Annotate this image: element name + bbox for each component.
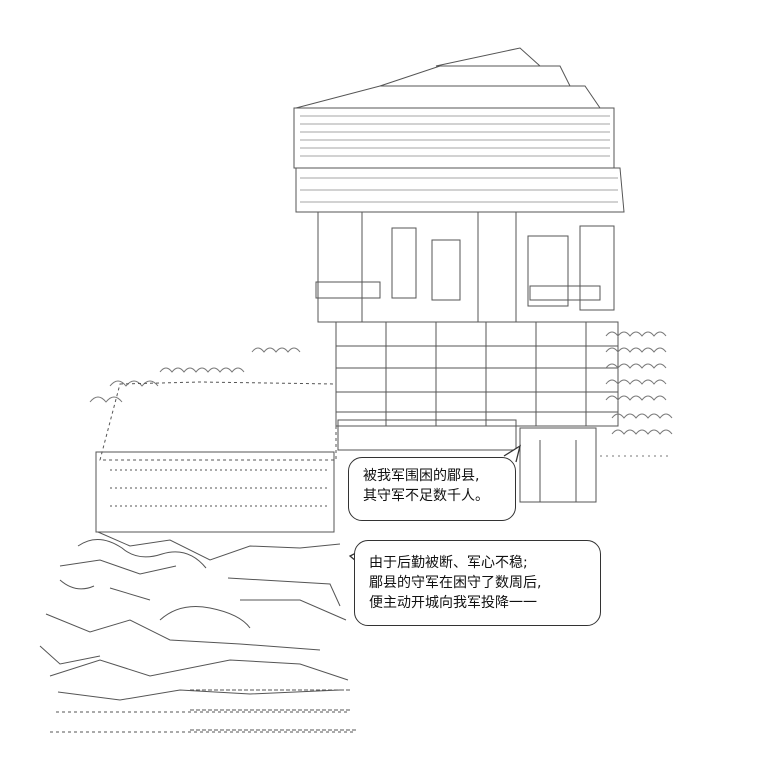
soldier-crowd-left	[89, 347, 301, 403]
speech-bubble-1: 被我军围困的郿县, 其守军不足数千人。	[348, 457, 516, 521]
fortress-roof	[293, 47, 625, 213]
city-wall	[335, 321, 619, 503]
bubble-1-line-2: 其守军不足数千人。	[363, 488, 489, 504]
bubble-1-line-1: 被我军围困的郿县,	[363, 468, 480, 484]
fortress-towers	[315, 211, 615, 323]
bubble-2-line-1: 由于后勤被断、军心不稳;	[369, 555, 528, 571]
fortress-roof-hatching	[300, 115, 618, 203]
bubble-2-line-3: 便主动开城向我军投降一一	[369, 595, 537, 611]
speech-bubble-2: 由于后勤被断、军心不稳; 郿县的守军在困守了数周后, 便主动开城向我军投降一一	[354, 540, 601, 626]
bubble-2-line-2: 郿县的守军在困守了数周后,	[369, 575, 542, 591]
commander-figure	[39, 381, 356, 733]
soldier-crowd-right	[600, 331, 673, 457]
